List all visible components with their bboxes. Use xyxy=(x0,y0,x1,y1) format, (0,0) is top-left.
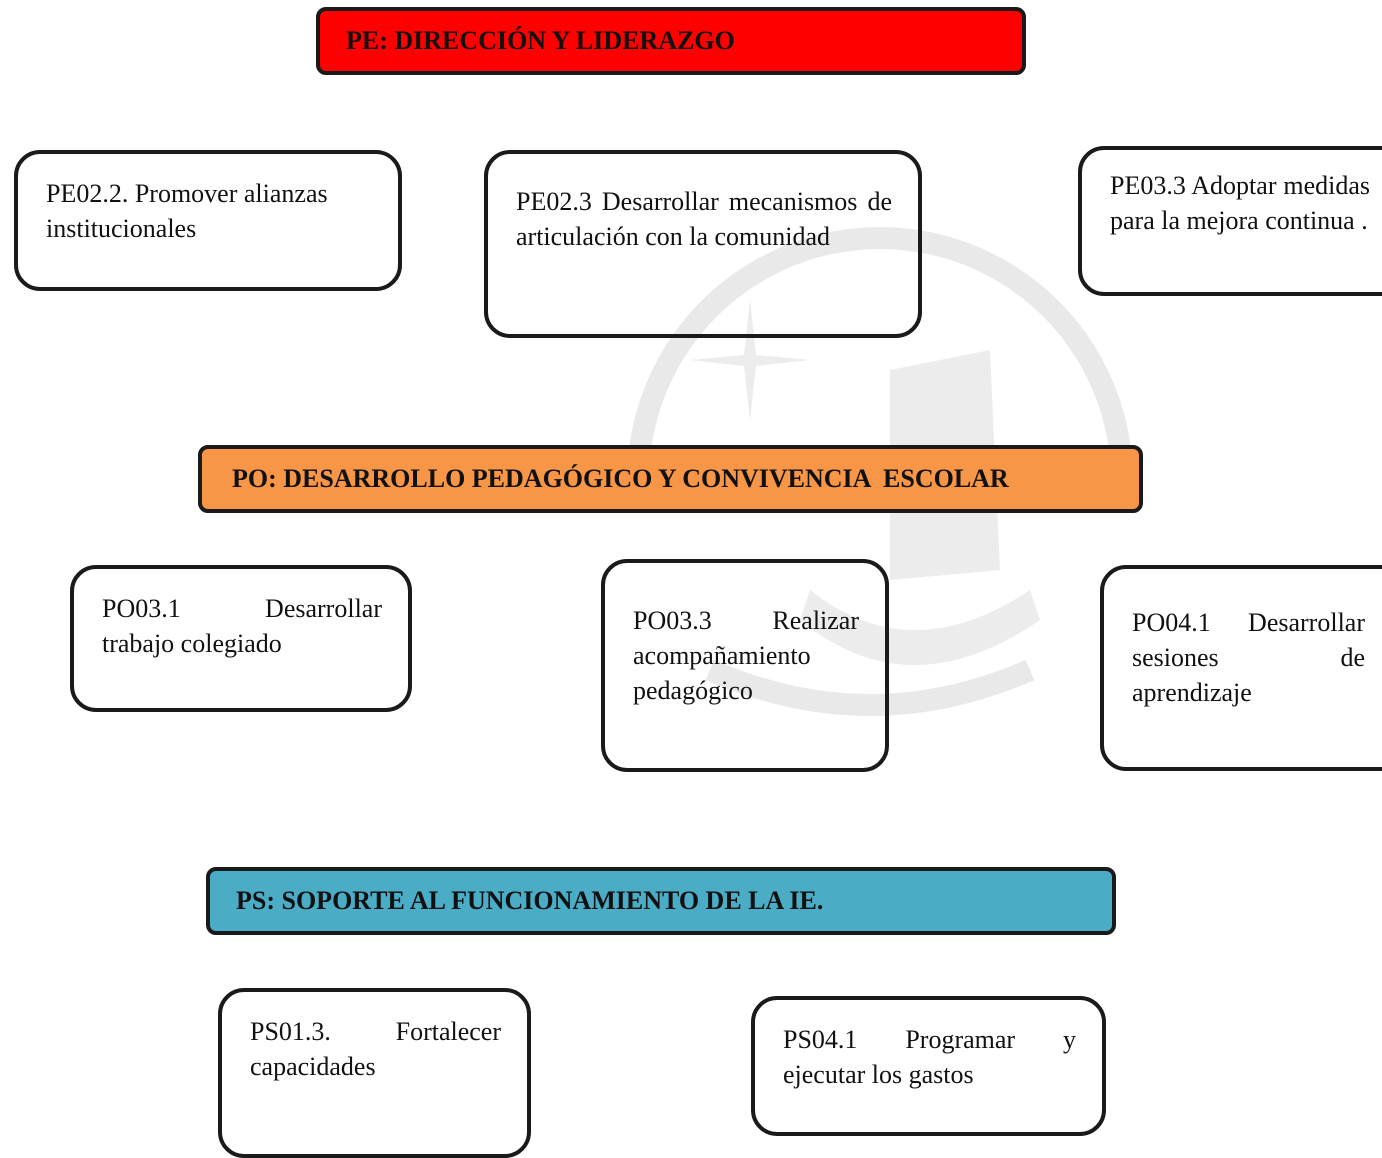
po-header-label: PO: DESARROLLO PEDAGÓGICO Y CONVIVENCIA … xyxy=(232,464,1009,493)
po-box-acompanamiento: PO03.3 Realizar acompañamiento pedagógic… xyxy=(601,559,889,772)
pe-box-promover-alianzas: PE02.2. Promover alianzas institucionale… xyxy=(14,150,402,291)
po-box-trabajo-colegiado: PO03.1 Desarrollar trabajo colegiado xyxy=(70,565,412,712)
ps-header-label: PS: SOPORTE AL FUNCIONAMIENTO DE LA IE. xyxy=(236,886,824,915)
pe-box-mecanismos-articulacion: PE02.3 Desarrollar mecanismos de articul… xyxy=(484,150,922,338)
po-header: PO: DESARROLLO PEDAGÓGICO Y CONVIVENCIA … xyxy=(198,445,1143,513)
ps-box-programar-gastos: PS04.1 Programar y ejecutar los gastos xyxy=(751,996,1106,1136)
po-box-sesiones-aprendizaje: PO04.1 Desarrollar sesiones de aprendiza… xyxy=(1100,565,1382,771)
ps-box-fortalecer-capacidades: PS01.3. Fortalecer capacidades xyxy=(218,988,531,1158)
pe-header: PE: DIRECCIÓN Y LIDERAZGO xyxy=(316,7,1026,75)
ps-header: PS: SOPORTE AL FUNCIONAMIENTO DE LA IE. xyxy=(206,867,1116,935)
pe-header-label: PE: DIRECCIÓN Y LIDERAZGO xyxy=(346,26,735,55)
pe-box-mejora-continua: PE03.3 Adoptar medidas para la mejora co… xyxy=(1078,146,1382,296)
